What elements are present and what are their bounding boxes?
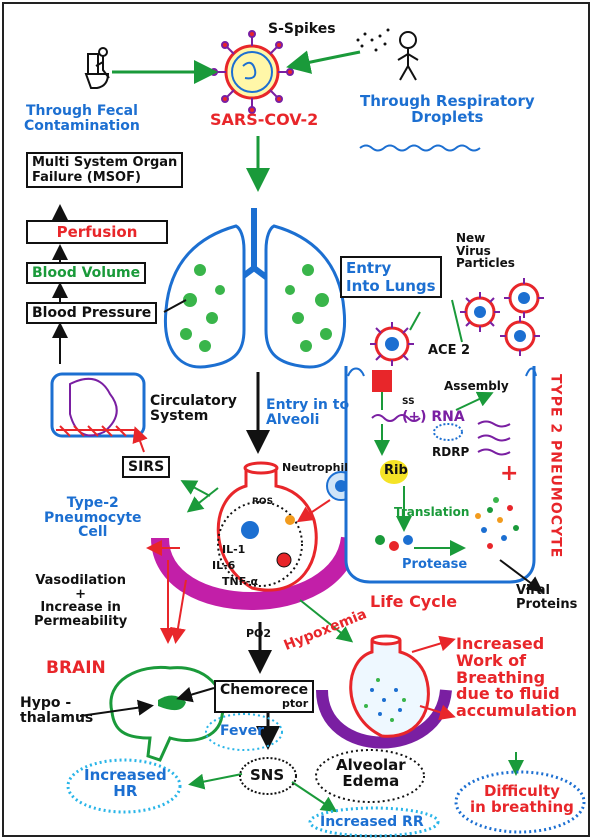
lungs-icon [165,208,344,367]
ace2-label: ACE 2 [428,344,470,358]
ros-label: ROS [252,498,273,507]
il1-label: IL-1 [222,544,245,556]
protease-label: Protease [402,558,467,572]
virus-icon [211,31,293,113]
heart-icon [52,374,144,436]
ss-label: SS [402,398,415,407]
blood-volume-box: Blood Volume [26,262,146,284]
increased-rr-label: Increased RR [320,815,424,830]
rib-label: Rib [384,464,408,478]
tnf-label: TNF-α [222,576,258,588]
life-cycle-label: Life Cycle [370,594,457,611]
neutrophil-label: Neutrophil [282,462,348,474]
translation-label: Translation [394,506,469,519]
hypothalamus-label: Hypo -thalamus [20,696,93,725]
po2-label: PO2 [246,628,271,640]
perfusion-box: Perfusion [26,220,168,244]
il6-label: IL-6 [212,560,235,572]
blood-pressure-box: Blood Pressure [26,302,157,324]
toilet-icon [86,48,109,88]
edema-alveolus-icon [322,636,446,743]
brain-icon [111,667,223,760]
assembly-label: Assembly [444,380,509,393]
fever-label: Fever [220,724,264,739]
sneezing-person-icon [357,29,419,81]
rna-label: (+) RNA [402,410,465,425]
sns-label: SNS [250,768,284,784]
virus-name: SARS-COV-2 [210,112,318,129]
svg-text:+: + [500,461,518,486]
spike-label: S-Spikes [268,22,336,37]
rdrp-label: RDRP [432,446,469,459]
sirs-box: SIRS [122,456,170,478]
type2-pneumocyte-vertical: TYPE 2 PNEUMOCYTE [548,374,563,558]
brain-label: BRAIN [46,660,106,678]
